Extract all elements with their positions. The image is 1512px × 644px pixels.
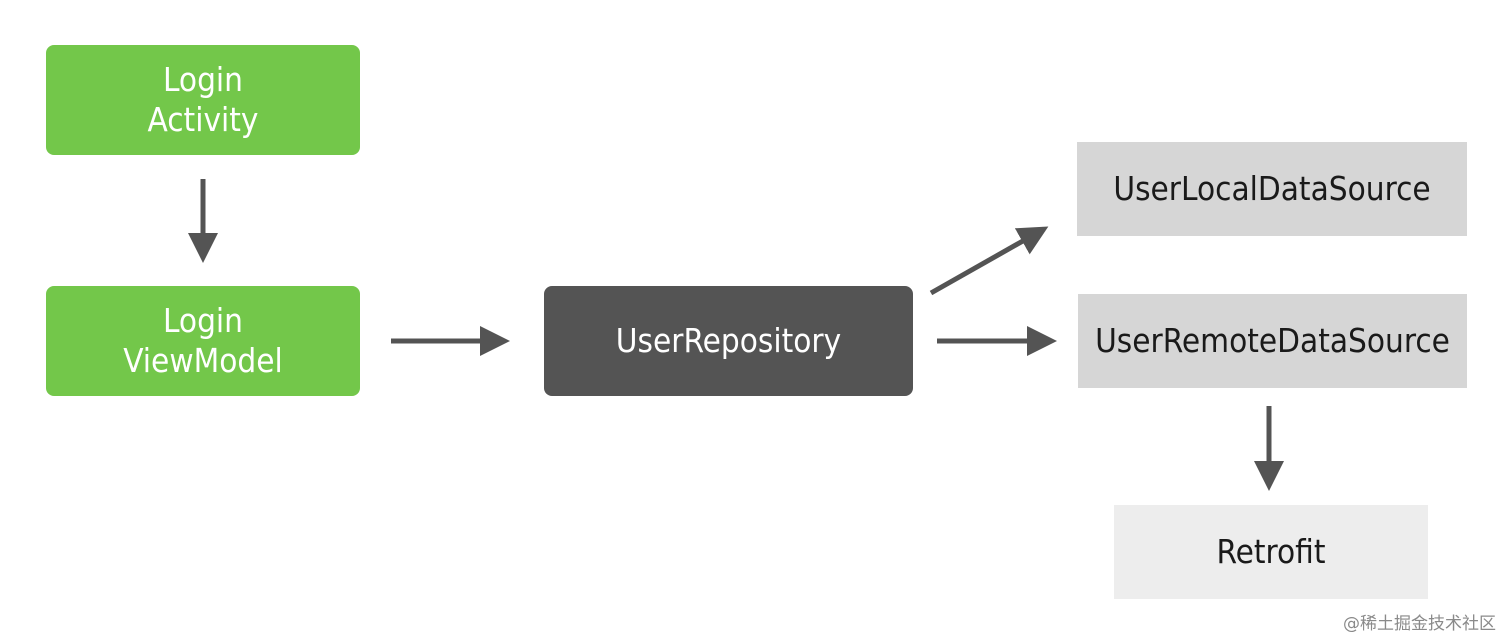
login-viewmodel-line-2: ViewModel bbox=[123, 341, 283, 380]
user-repository-node: UserRepository bbox=[544, 286, 913, 396]
user-local-data-source-node: UserLocalDataSource bbox=[1077, 142, 1467, 236]
login-activity-line-1: Login bbox=[162, 60, 244, 99]
arrow-repository-to-local bbox=[929, 226, 1049, 296]
user-local-data-source-label: UserLocalDataSource bbox=[1113, 169, 1431, 208]
login-viewmodel-line-1: Login bbox=[162, 301, 244, 340]
login-activity-node: Login Activity bbox=[46, 45, 360, 155]
user-remote-data-source-node: UserRemoteDataSource bbox=[1078, 294, 1467, 388]
retrofit-label: Retrofit bbox=[1216, 532, 1326, 571]
user-remote-data-source-label: UserRemoteDataSource bbox=[1095, 321, 1450, 360]
user-repository-label: UserRepository bbox=[615, 321, 842, 360]
login-viewmodel-node: Login ViewModel bbox=[46, 286, 360, 396]
watermark: @稀土掘金技术社区 bbox=[1343, 614, 1496, 634]
retrofit-node: Retrofit bbox=[1114, 505, 1428, 599]
login-activity-line-2: Activity bbox=[147, 100, 259, 139]
